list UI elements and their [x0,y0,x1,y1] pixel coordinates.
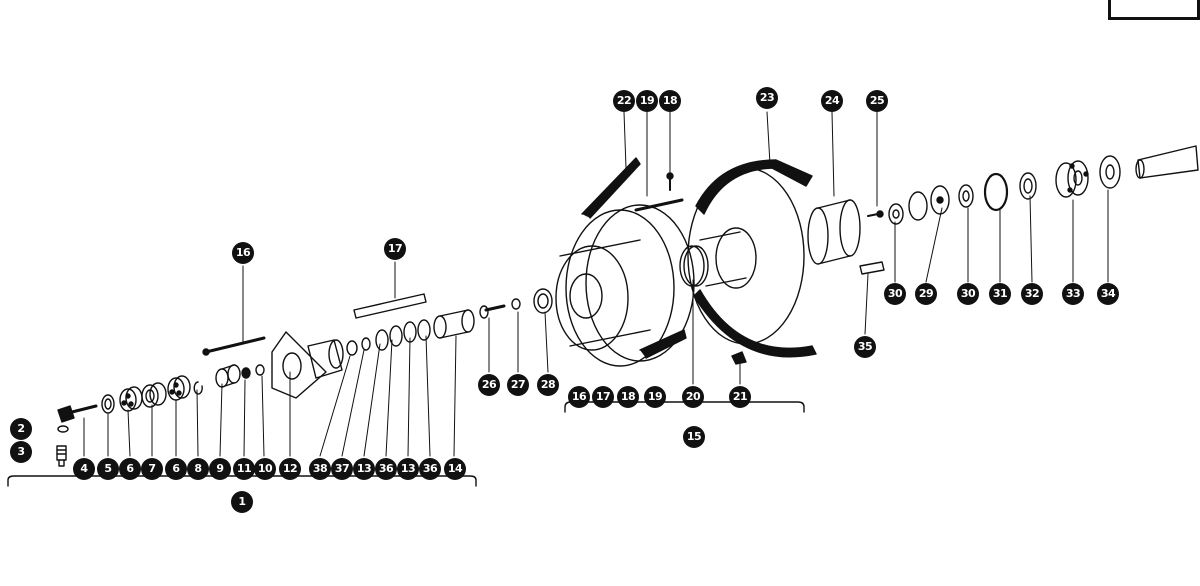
callout-36b: 36 [419,458,441,480]
corner-frame [1108,0,1200,20]
callout-18: 18 [617,386,639,408]
callout-2: 2 [10,418,32,440]
callout-19: 19 [644,386,666,408]
part-30-washer [888,203,904,225]
callout-27: 27 [507,374,529,396]
callout-5: 5 [97,458,119,480]
callout-23: 23 [756,87,778,109]
part-9-sleeve [215,364,241,388]
part-22-belt [581,157,687,359]
callout-16b: 16 [568,386,590,408]
callout-4: 4 [73,458,95,480]
callout-16: 16 [232,242,254,264]
callout-17: 17 [384,238,406,260]
callout-15: 15 [683,426,705,448]
part-19-pin [634,198,684,212]
callout-17b: 17 [592,386,614,408]
part-31-circlip [983,172,1009,212]
callout-1: 1 [231,491,253,513]
part-16-17-drive-pulley [555,204,695,367]
part-11-nut [241,367,251,379]
part-26-bolt [479,304,506,319]
part-7-race [141,382,167,408]
part-25-screw [867,210,884,218]
callout-35: 35 [854,336,876,358]
part-3-grease-nipple [56,445,67,467]
callout-28: 28 [537,374,559,396]
callout-31: 31 [989,283,1011,305]
callout-8: 8 [187,458,209,480]
part-10-washer [255,364,265,376]
callout-26: 26 [478,374,500,396]
callout-22: 22 [613,90,635,112]
callout-7: 7 [141,458,163,480]
part-23-driven-pulley [687,159,817,358]
part-8-circlip [193,381,203,395]
part-17-shaft [353,293,427,319]
part-27-washer [511,298,521,310]
shaft-end [1135,145,1199,179]
part-34-cap [1099,155,1121,189]
part-32-ring [1019,172,1037,200]
leader-lines [83,111,1109,457]
part-6b-bearing [167,375,191,401]
part-24-drum [807,199,861,265]
part-12-housing [271,331,344,399]
callout-21: 21 [729,386,751,408]
part-30b-washer [958,184,974,208]
callout-20: 20 [682,386,704,408]
part-33-bearing [1055,160,1089,198]
callout-29: 29 [915,283,937,305]
part-38-ring [346,340,358,356]
part-35-key [859,261,885,275]
part-37-ring [361,337,371,351]
part-5-ring [101,394,115,414]
part-13b-seal [403,321,417,343]
callout-9: 9 [209,458,231,480]
callout-14: 14 [444,458,466,480]
callout-12: 12 [279,458,301,480]
callout-34: 34 [1097,283,1119,305]
callout-18b: 18 [659,90,681,112]
part-28-seal [533,288,553,314]
callout-3: 3 [10,441,32,463]
part-36b-ring [417,319,431,341]
callout-38: 38 [309,458,331,480]
callout-11: 11 [233,458,255,480]
callout-36: 36 [375,458,397,480]
callout-30: 30 [884,283,906,305]
callout-25: 25 [866,90,888,112]
part-6-bearing [119,386,143,412]
part-29-plate [908,185,950,221]
part-16-pin-left [202,336,266,356]
callout-33: 33 [1062,283,1084,305]
part-13-seal [375,329,389,351]
callout-24: 24 [821,90,843,112]
part-14-bush [433,309,475,339]
callout-6b: 6 [165,458,187,480]
callout-13b: 13 [397,458,419,480]
callout-32: 32 [1021,283,1043,305]
part-18-screw [666,172,674,191]
callout-19b: 19 [636,90,658,112]
part-36-ring [389,325,403,347]
callout-6: 6 [119,458,141,480]
callout-13: 13 [353,458,375,480]
callout-30b: 30 [957,283,979,305]
part-21-clip [731,351,747,365]
part-4-bolt [57,404,98,423]
callout-10: 10 [254,458,276,480]
part-2-washer [57,425,69,433]
callout-37: 37 [331,458,353,480]
